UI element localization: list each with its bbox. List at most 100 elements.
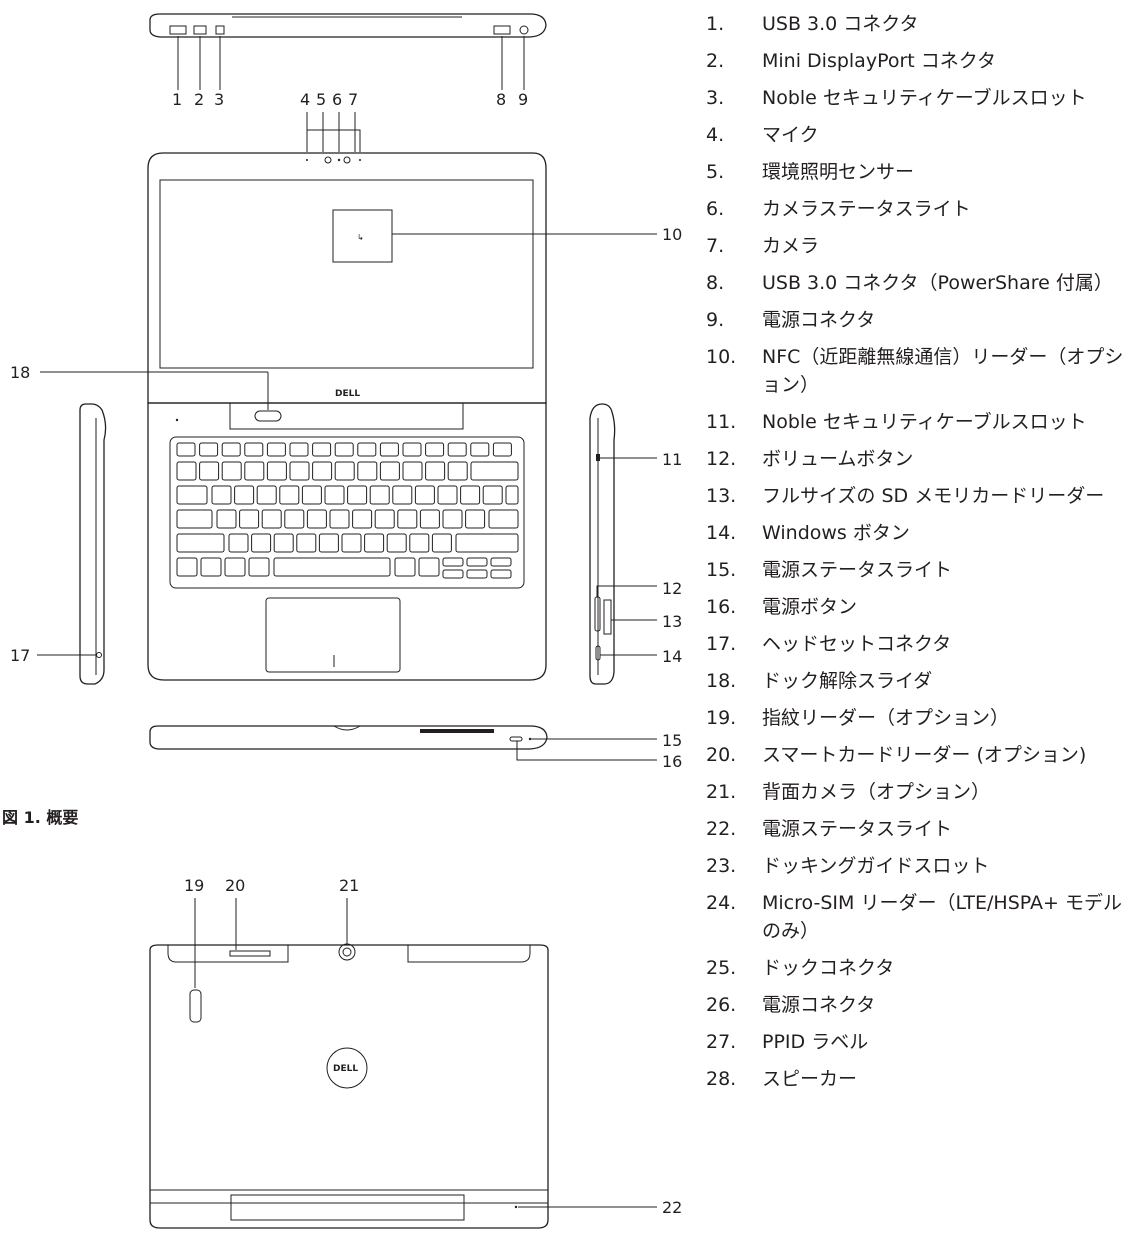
legend-text: 指紋リーダー（オプション） <box>762 707 1010 729</box>
legend-item: 14. Windows ボタン <box>706 515 1138 552</box>
legend-number: 10. <box>706 346 737 368</box>
legend-text: ドック解除スライダ <box>762 670 933 692</box>
keyboard-key <box>442 569 464 579</box>
callout-18: 18 <box>10 363 30 382</box>
left-side-view <box>79 403 107 685</box>
keyboard-key <box>357 461 378 481</box>
keyboard-key <box>437 485 458 505</box>
callout-16: 16 <box>662 752 682 771</box>
legend-text: Windows ボタン <box>762 522 910 544</box>
keyboard-key <box>369 485 390 505</box>
legend-number: 25. <box>706 957 737 979</box>
legend-item: 6. カメラステータスライト <box>706 191 1138 228</box>
keyboard-key <box>505 485 519 505</box>
legend-number: 2. <box>706 50 725 72</box>
legend-number: 3. <box>706 87 725 109</box>
tablet-callout-lines <box>194 898 657 1208</box>
callout-14: 14 <box>662 647 682 666</box>
keyboard-key <box>409 533 430 553</box>
legend-number: 17. <box>706 633 737 655</box>
legend-text: スマートカードリーダー (オプション) <box>762 744 1087 766</box>
legend-number: 19. <box>706 707 737 729</box>
legend-text: PPID ラベル <box>762 1031 869 1053</box>
keyboard-key <box>261 509 282 529</box>
legend-number: 4. <box>706 124 725 146</box>
legend-item: 3. Noble セキュリティケーブルスロット <box>706 80 1138 117</box>
legend-text: USB 3.0 コネクタ <box>762 13 919 35</box>
keyboard-key <box>482 485 503 505</box>
legend-item: 2.Mini DisplayPort コネクタ <box>706 43 1138 80</box>
callout-12: 12 <box>662 579 682 598</box>
svg-text:↳: ↳ <box>357 233 364 242</box>
legend-number: 5. <box>706 161 725 183</box>
legend-number: 15. <box>706 559 737 581</box>
legend-item: 1.USB 3.0 コネクタ <box>706 6 1138 43</box>
legend-number: 18. <box>706 670 737 692</box>
legend-item: 10.NFC（近距離無線通信）リーダー（オプション） <box>706 339 1138 404</box>
keyboard-key <box>418 557 440 577</box>
keyboard-key <box>224 557 246 577</box>
laptop-display: ↳ DELL <box>147 152 547 404</box>
keyboard-key <box>176 485 208 505</box>
keyboard-key <box>239 509 260 529</box>
legend-text: ヘッドセットコネクタ <box>762 633 952 655</box>
legend-number: 7. <box>706 235 725 257</box>
keyboard-key <box>431 533 452 553</box>
legend-text: 電源ステータスライト <box>762 559 953 581</box>
legend-number: 16. <box>706 596 737 618</box>
keyboard-key <box>266 461 287 481</box>
keyboard-key <box>176 557 198 577</box>
keyboard-key <box>279 485 300 505</box>
keyboard-key <box>470 461 519 481</box>
legend-item: 28.スピーカー <box>706 1061 1138 1098</box>
legend-number: 6. <box>706 198 725 220</box>
legend-number: 14. <box>706 522 737 544</box>
legend-number: 28. <box>706 1068 737 1090</box>
callout-21: 21 <box>339 876 359 895</box>
keyboard-key <box>379 461 400 481</box>
keyboard-key <box>211 485 232 505</box>
keyboard-key <box>466 557 488 567</box>
legend-text: Noble セキュリティケーブルスロット <box>762 87 1087 109</box>
keyboard-key <box>244 461 265 481</box>
keyboard-key <box>379 442 399 457</box>
legend-number: 11. <box>706 411 737 433</box>
keyboard-key <box>341 533 362 553</box>
legend-text: Noble セキュリティケーブルスロット <box>762 411 1087 433</box>
legend-item: 8.USB 3.0 コネクタ（PowerShare 付属） <box>706 265 1138 302</box>
keyboard-key <box>216 509 237 529</box>
legend-item: 21.背面カメラ（オプション） <box>706 774 1138 811</box>
callout-20: 20 <box>225 876 245 895</box>
keyboard-key <box>402 442 422 457</box>
legend-item: 16.電源ボタン <box>706 589 1138 626</box>
legend-item: 15. 電源ステータスライト <box>706 552 1138 589</box>
top-edge-view <box>149 13 547 38</box>
legend-item: 13.フルサイズの SD メモリカードリーダー <box>706 478 1138 515</box>
keyboard-key <box>312 442 332 457</box>
legend-text: カメラステータスライト <box>762 198 971 220</box>
keyboard-key <box>296 533 317 553</box>
legend-item: 17. ヘッドセットコネクタ <box>706 626 1138 663</box>
tablet-brand-logo: DELL <box>333 1064 358 1074</box>
callout-13: 13 <box>662 612 682 631</box>
callout-3: 3 <box>214 90 224 109</box>
keyboard-key <box>256 485 277 505</box>
display-brand-logo: DELL <box>335 389 360 399</box>
legend-item: 26.電源コネクタ <box>706 987 1138 1024</box>
keyboard-key <box>352 509 373 529</box>
legend-number: 22. <box>706 818 737 840</box>
keyboard-key <box>347 485 368 505</box>
keyboard-key <box>312 461 333 481</box>
keyboard-key <box>221 461 242 481</box>
keyboard-key <box>460 485 481 505</box>
callout-7: 7 <box>348 90 358 109</box>
legend-item: 4.マイク <box>706 117 1138 154</box>
mic-camera-callout-lines <box>306 112 361 152</box>
keyboard-key <box>492 442 512 457</box>
top-callout-lines <box>177 36 525 90</box>
legend-item: 24.Micro-SIM リーダー（LTE/HSPA+ モデルのみ） <box>706 885 1138 950</box>
keyboard-key <box>414 485 435 505</box>
keyboard-key <box>374 509 395 529</box>
keyboard-key <box>200 557 222 577</box>
legend-item: 27.PPID ラベル <box>706 1024 1138 1061</box>
